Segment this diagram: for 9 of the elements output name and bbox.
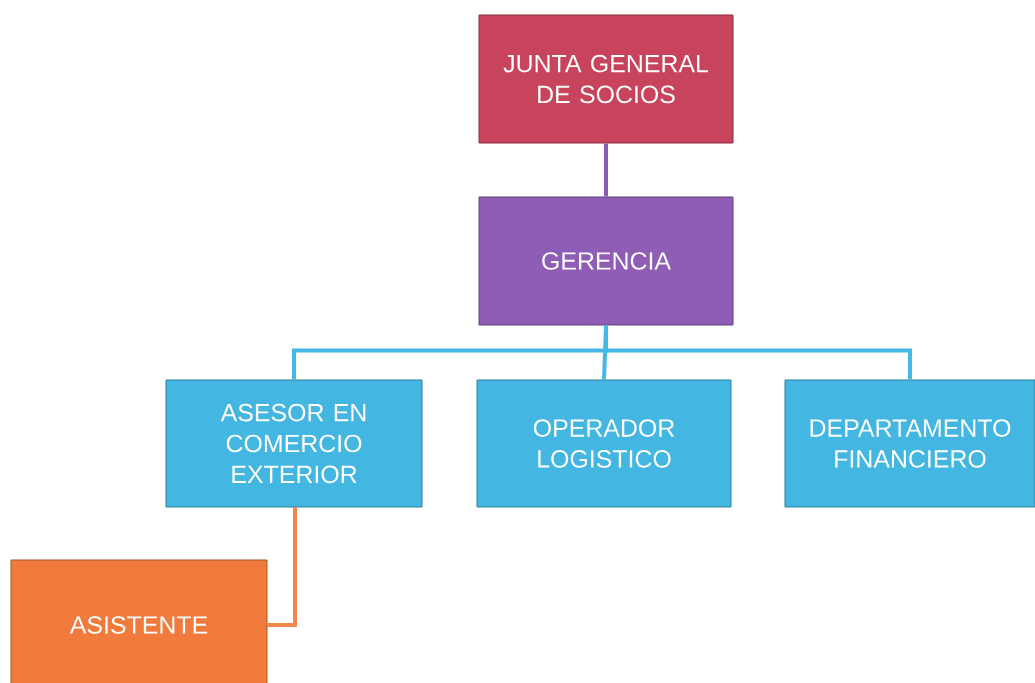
- org-box: JUNTA GENERAL DE SOCIOS: [478, 14, 734, 144]
- org-box: OPERADOR LOGISTICO: [476, 379, 732, 508]
- org-box: ASESOR EN COMERCIO EXTERIOR: [165, 379, 423, 508]
- org-box: DEPARTAMENTO FINANCIERO: [784, 379, 1035, 508]
- org-box: GERENCIA: [478, 196, 734, 326]
- connector-line: [604, 143, 608, 197]
- connector-line: [267, 507, 297, 627]
- org-box: ASISTENTE: [10, 559, 268, 683]
- connector-line: [604, 325, 912, 380]
